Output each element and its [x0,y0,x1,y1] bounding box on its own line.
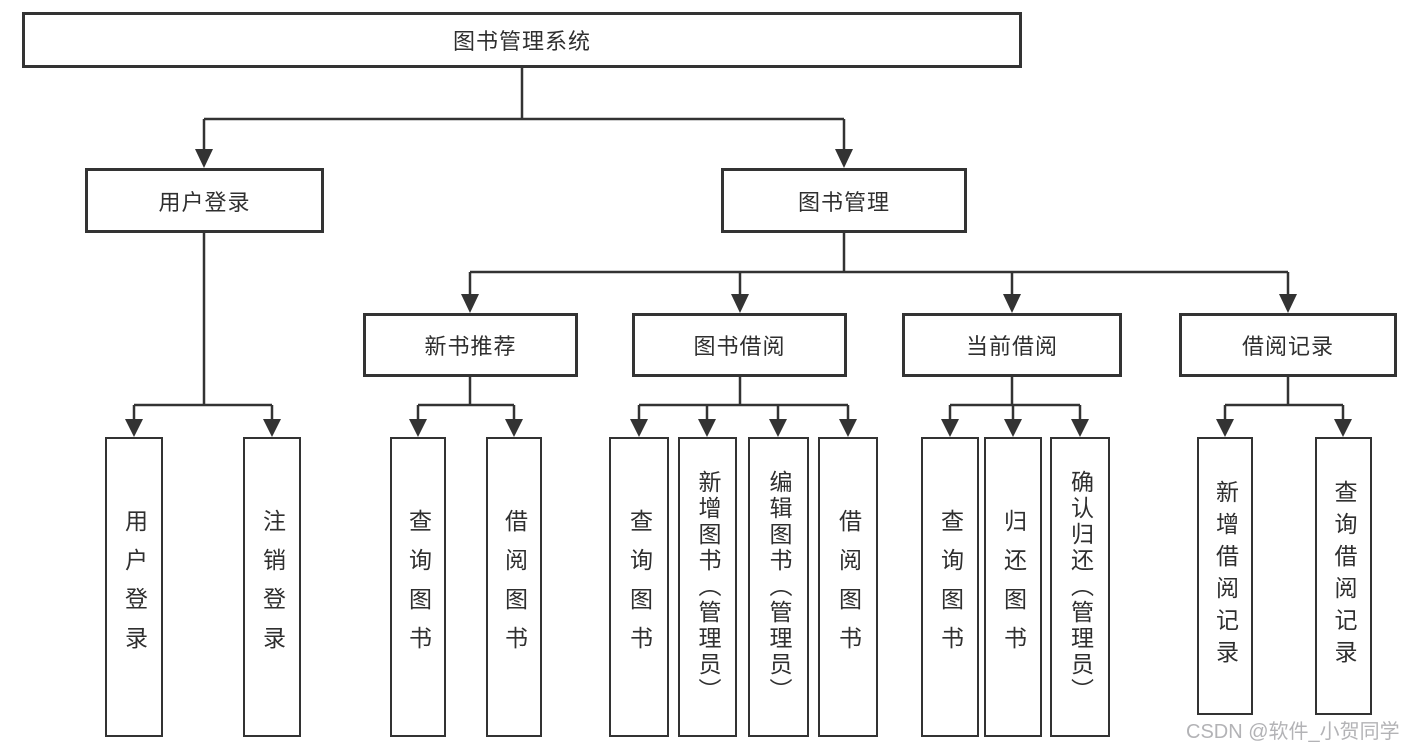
leaf-current-return-books: 归还图书 [984,437,1042,737]
node-book-borrowing: 图书借阅 [632,313,847,377]
node-label: 新书推荐 [424,334,517,359]
node-label: 新增图书（管理员） [695,470,721,704]
node-borrowing-records: 借阅记录 [1179,313,1397,377]
csdn-watermark: CSDN @软件_小贺同学 [1186,721,1400,743]
node-label: 查询图书 [937,509,964,665]
node-user-login-branch: 用户登录 [85,168,324,233]
node-label: 注销登录 [259,509,286,665]
leaf-borrowing-edit-book-admin: 编辑图书（管理员） [748,437,809,737]
node-new-book-recommendation: 新书推荐 [363,313,578,377]
leaf-logout: 注销登录 [243,437,301,737]
node-label: 图书管理系统 [452,29,591,54]
node-label: 图书借阅 [693,334,786,359]
node-label: 查询借阅记录 [1331,480,1357,672]
leaf-current-query-books: 查询图书 [921,437,979,737]
node-label: 借阅记录 [1241,334,1334,359]
node-label: 确认归还（管理员） [1067,470,1094,704]
node-label: 借阅图书 [835,509,862,665]
node-book-management: 图书管理 [721,168,967,233]
node-label: 图书管理 [797,189,890,215]
leaf-recommend-query-books: 查询图书 [390,437,446,737]
node-label: 归还图书 [1000,509,1027,665]
node-label: 查询图书 [405,509,432,665]
leaf-records-query-record: 查询借阅记录 [1315,437,1372,715]
node-label: 新增借阅记录 [1212,480,1239,672]
node-current-borrowing: 当前借阅 [902,313,1122,377]
leaf-borrowing-borrow-books: 借阅图书 [818,437,878,737]
leaf-user-login: 用户登录 [105,437,163,737]
node-label: 编辑图书（管理员） [766,470,792,704]
leaf-borrowing-add-book-admin: 新增图书（管理员） [678,437,737,737]
leaf-current-confirm-return-admin: 确认归还（管理员） [1050,437,1110,737]
node-label: 用户登录 [121,509,148,665]
node-label: 用户登录 [158,189,251,215]
node-label: 查询图书 [626,509,653,665]
leaf-recommend-borrow-books: 借阅图书 [486,437,542,737]
node-label: 借阅图书 [501,509,528,665]
leaf-borrowing-query-books: 查询图书 [609,437,669,737]
leaf-records-add-record: 新增借阅记录 [1197,437,1253,715]
node-label: 当前借阅 [965,334,1058,359]
node-library-management-system: 图书管理系统 [22,12,1022,68]
connector-lines [132,68,1345,420]
